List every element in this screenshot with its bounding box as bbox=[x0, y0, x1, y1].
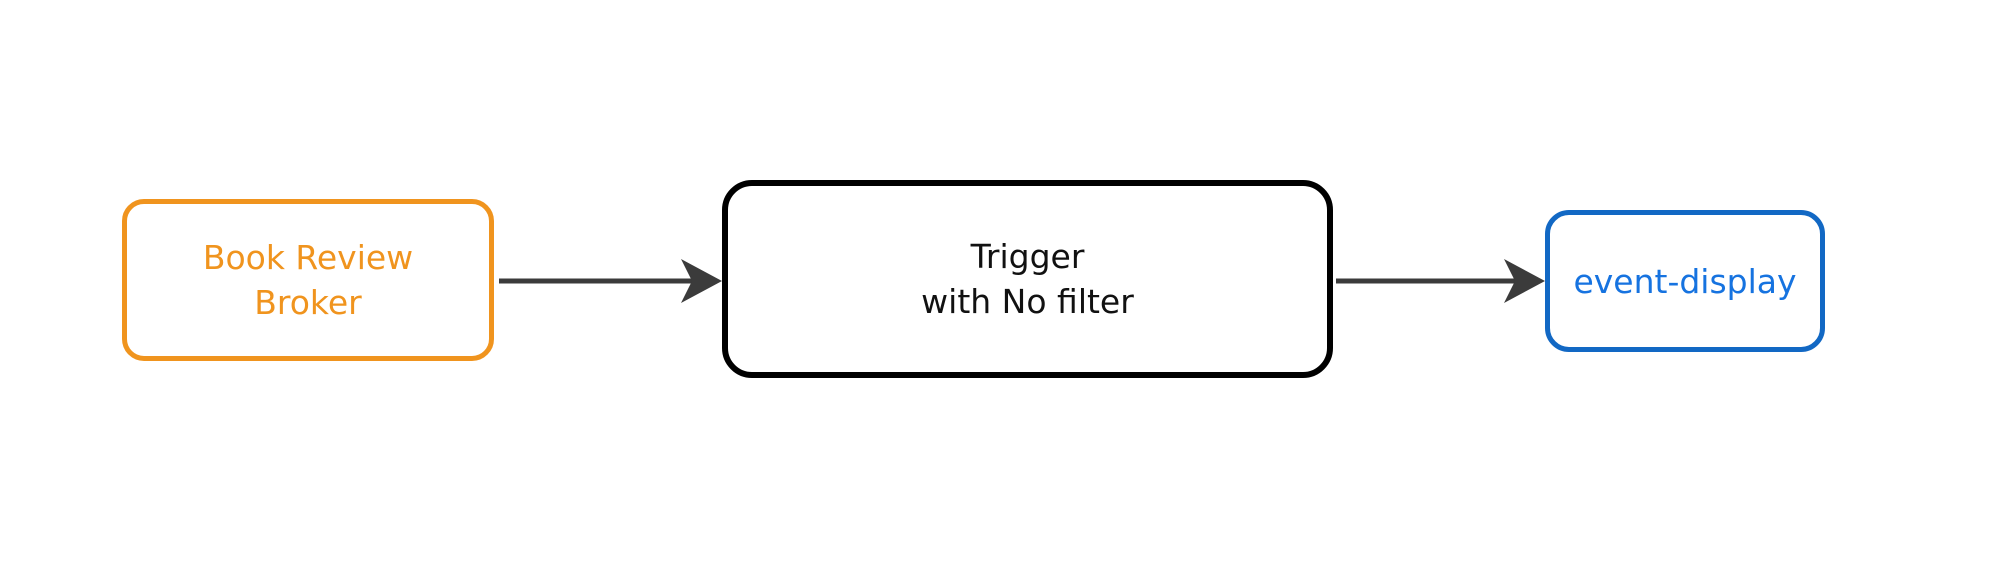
node-event-display-label: event-display bbox=[1573, 259, 1796, 304]
label-line: Book Review bbox=[202, 238, 414, 277]
label-line: Broker bbox=[254, 283, 362, 322]
node-event-display: event-display bbox=[1545, 210, 1825, 352]
label-line: Trigger bbox=[970, 237, 1085, 276]
node-trigger-label: Trigger with No filter bbox=[921, 234, 1134, 324]
arrowhead-right-icon bbox=[681, 259, 722, 303]
node-book-review-broker-label: Book Review Broker bbox=[203, 235, 413, 325]
connector-broker-to-trigger bbox=[499, 259, 722, 303]
connector-trigger-to-event-display bbox=[1336, 259, 1545, 303]
node-book-review-broker: Book Review Broker bbox=[122, 199, 494, 361]
arrowhead-right-icon bbox=[1504, 259, 1545, 303]
label-line: with No filter bbox=[921, 282, 1134, 321]
node-trigger-with-no-filter: Trigger with No filter bbox=[722, 180, 1333, 378]
label-line: event-display bbox=[1573, 261, 1797, 301]
